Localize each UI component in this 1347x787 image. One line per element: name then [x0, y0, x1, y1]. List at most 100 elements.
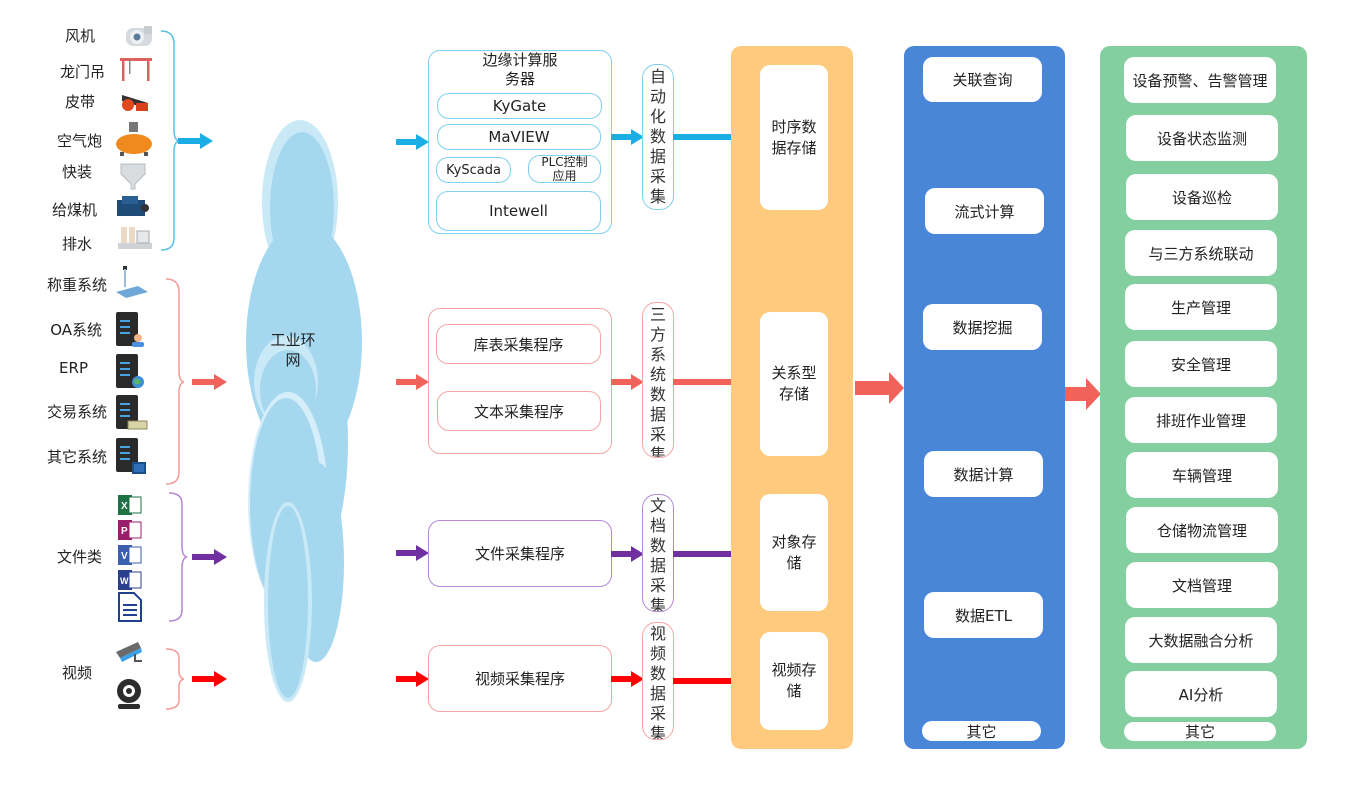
- air-cannon-icon: [116, 122, 152, 156]
- collector-video: 视频采集程序: [428, 645, 612, 712]
- collection-type-third-party: 三方系统数据采集: [642, 302, 674, 458]
- server-user-icon: [116, 312, 144, 347]
- collector-file: 文件采集程序: [428, 520, 612, 587]
- char: 化: [649, 107, 666, 126]
- collector-db-table: 库表采集程序: [436, 324, 601, 364]
- char: 档: [649, 516, 666, 535]
- server-monitor-icon: [116, 438, 146, 474]
- char: 频: [649, 644, 666, 663]
- edge-title: 边缘计算服 务器: [429, 51, 611, 89]
- storage-timeseries: 时序数据存储: [760, 65, 828, 210]
- app-item: 设备预警、告警管理: [1124, 57, 1276, 103]
- compute-data-calc: 数据计算: [924, 451, 1043, 497]
- arrow-compute-to-apps: [1064, 378, 1101, 410]
- char: 据: [649, 684, 666, 703]
- char: 采: [649, 167, 666, 186]
- storage-object-line2: 储: [786, 553, 802, 572]
- char: 动: [649, 87, 666, 106]
- storage-video-line2: 储: [786, 682, 802, 700]
- network-label: 工业环 网: [258, 330, 328, 370]
- source-label-video: 视频: [61, 664, 92, 682]
- arrow-network-to-third-party: [396, 374, 429, 390]
- word-icon: W: [118, 570, 142, 590]
- svg-text:X: X: [121, 501, 128, 512]
- network-label-line1: 工业环: [270, 331, 316, 349]
- arrow-network-to-video-collector: [396, 671, 429, 687]
- source-label-coal-feeder: 给煤机: [51, 201, 97, 219]
- char: 方: [649, 325, 666, 344]
- conveyor-belt-icon: [122, 95, 148, 111]
- app-item: 文档管理: [1126, 562, 1278, 608]
- app-item: 大数据融合分析: [1125, 617, 1277, 663]
- char: 视: [649, 624, 666, 643]
- edge-title-line2: 务器: [504, 70, 535, 88]
- app-item: 车辆管理: [1126, 452, 1278, 498]
- source-label-fan: 风机: [64, 27, 95, 45]
- weighing-scale-icon: [116, 266, 148, 298]
- source-label-files: 文件类: [56, 548, 102, 566]
- storage-relational-line2: 存储: [778, 385, 809, 403]
- source-label-oa: OA系统: [50, 321, 102, 339]
- compute-etl: 数据ETL: [924, 592, 1043, 638]
- app-item: 安全管理: [1125, 341, 1277, 387]
- char: 集: [649, 187, 666, 206]
- source-label-weighing: 称重系统: [46, 276, 107, 294]
- char: 自: [649, 67, 666, 86]
- source-label-gantry: 龙门吊: [59, 63, 105, 81]
- collection-type-document: 文档数据采集: [642, 494, 674, 612]
- server-money-icon: [116, 395, 148, 430]
- char: 数: [649, 385, 666, 404]
- server-globe-icon: [116, 354, 144, 388]
- source-label-drainage: 排水: [61, 235, 92, 253]
- drainage-icon: [118, 227, 152, 249]
- files-brace: [168, 492, 188, 622]
- char: 采: [649, 425, 666, 444]
- char: 集: [649, 445, 666, 458]
- app-item-other: 其它: [1124, 722, 1276, 741]
- char: 数: [649, 127, 666, 146]
- arrow-storage-to-compute: [855, 372, 904, 404]
- systems-arrow-to-network: [192, 374, 227, 390]
- collection-type-video: 视频数据采集: [642, 622, 674, 740]
- edge-item-plc: PLC控制 应用: [528, 155, 601, 183]
- text-document-icon: [118, 592, 142, 622]
- storage-relational-line1: 关系型: [771, 364, 817, 382]
- fan-icon: [126, 26, 152, 46]
- compute-column: [904, 46, 1065, 749]
- char: 系: [649, 345, 666, 364]
- app-item: 排班作业管理: [1125, 397, 1277, 443]
- excel-icon: X: [118, 495, 142, 515]
- automation-brace: [160, 30, 180, 251]
- char: 据: [649, 405, 666, 424]
- char: 统: [649, 365, 666, 384]
- webcam-icon: [117, 679, 141, 709]
- char: 据: [649, 147, 666, 166]
- edge-item-kygate: KyGate: [437, 93, 602, 119]
- gantry-crane-icon: [120, 58, 152, 81]
- source-label-other-systems: 其它系统: [46, 448, 107, 466]
- edge-item-maview: MaVIEW: [437, 124, 601, 150]
- app-item: 与三方系统联动: [1125, 230, 1277, 276]
- source-label-quick-load: 快装: [61, 163, 92, 181]
- char: 三: [649, 305, 666, 324]
- storage-relational: 关系型存储: [760, 312, 828, 456]
- surveillance-camera-icon: [116, 642, 142, 662]
- svg-text:W: W: [120, 576, 129, 586]
- arrow-network-to-file-collector: [396, 545, 429, 561]
- edge-item-plc-line2: 应用: [552, 169, 577, 183]
- arrow-edge-to-auto-collection: [611, 129, 644, 145]
- char: 采: [649, 576, 666, 595]
- char: 文: [649, 496, 666, 515]
- storage-object: 对象存储: [760, 494, 828, 611]
- svg-text:V: V: [121, 551, 128, 562]
- char: 数: [649, 664, 666, 683]
- edge-item-kyscada: KyScada: [436, 157, 511, 183]
- app-item: 设备状态监测: [1126, 115, 1278, 161]
- compute-join-query: 关联查询: [923, 57, 1042, 102]
- loading-hopper-icon: [120, 163, 146, 190]
- arrow-file-to-doc-collection: [611, 546, 644, 562]
- storage-object-line1: 对象存: [771, 532, 817, 551]
- storage-timeseries-line1: 时序数: [771, 117, 817, 136]
- edge-title-line1: 边缘计算服: [482, 51, 558, 69]
- char: 采: [649, 704, 666, 723]
